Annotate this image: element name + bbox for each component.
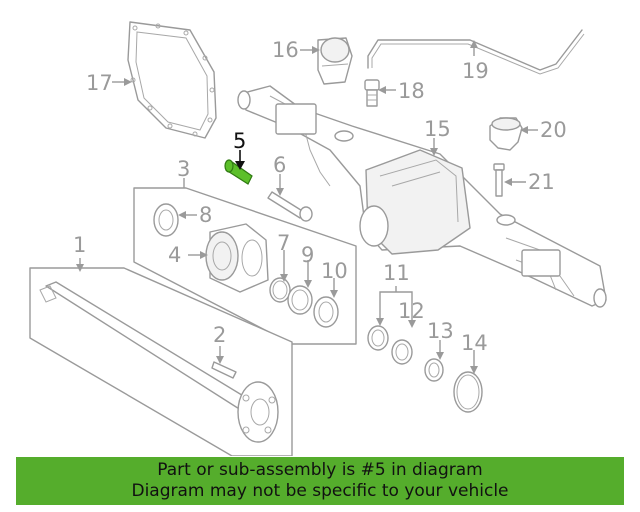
callout-6: 6 xyxy=(273,153,286,177)
part-10-ring[interactable] xyxy=(313,296,339,328)
callout-10: 10 xyxy=(321,259,348,283)
callout-3: 3 xyxy=(177,157,190,181)
callout-14: 14 xyxy=(461,331,488,355)
callout-4: 4 xyxy=(168,243,181,267)
part-13-ring[interactable] xyxy=(424,358,444,382)
part-14-ring[interactable] xyxy=(453,371,483,413)
callout-5-highlighted: 5 xyxy=(233,129,246,153)
callout-2: 2 xyxy=(213,323,226,347)
part-18-vent-fitting[interactable] xyxy=(364,79,380,107)
part-6-bolt[interactable] xyxy=(267,191,313,222)
callout-18: 18 xyxy=(398,79,425,103)
callout-13: 13 xyxy=(427,319,454,343)
exploded-parts-diagram: 1 2 3 4 5 6 7 8 9 10 11 12 13 14 15 16 1… xyxy=(29,21,607,456)
callout-12: 12 xyxy=(398,299,425,323)
callout-17: 17 xyxy=(86,71,113,95)
leader-lines xyxy=(76,40,538,374)
part-4-hub-bearing[interactable] xyxy=(205,223,269,293)
callout-21: 21 xyxy=(528,170,555,194)
part-21-bolt[interactable] xyxy=(493,163,505,197)
part-7-ring[interactable] xyxy=(269,277,291,303)
callout-15: 15 xyxy=(424,117,451,141)
part-19-vent-hose[interactable] xyxy=(367,29,585,75)
part-9-ring[interactable] xyxy=(287,285,313,315)
callout-11: 11 xyxy=(383,261,410,285)
part-16-bumper[interactable] xyxy=(317,37,353,85)
part-8-seal[interactable] xyxy=(153,203,179,237)
part-2-wheel-stud[interactable] xyxy=(211,361,237,379)
banner-line-1: Part or sub-assembly is #5 in diagram xyxy=(157,460,483,480)
callout-20: 20 xyxy=(540,118,567,142)
callout-16: 16 xyxy=(272,38,299,62)
part-17-differential-cover[interactable] xyxy=(127,21,217,139)
info-banner: Part or sub-assembly is #5 in diagram Di… xyxy=(16,457,624,505)
callout-7: 7 xyxy=(277,231,290,255)
part-20-jounce-bumper[interactable] xyxy=(489,117,523,151)
banner-line-2: Diagram may not be specific to your vehi… xyxy=(131,481,509,501)
part-15-axle-housing[interactable] xyxy=(237,85,607,308)
callout-8: 8 xyxy=(199,203,212,227)
callout-9: 9 xyxy=(301,243,314,267)
part-12-ring[interactable] xyxy=(391,339,413,365)
part-5-stud-highlighted[interactable] xyxy=(224,159,253,185)
part-1-axle-shaft-frame[interactable] xyxy=(29,267,293,456)
callout-labels: 1 2 3 4 5 6 7 8 9 10 11 12 13 14 15 16 1… xyxy=(73,38,567,355)
callout-1: 1 xyxy=(73,233,86,257)
part-11-ring[interactable] xyxy=(367,325,389,351)
callout-19: 19 xyxy=(462,59,489,83)
